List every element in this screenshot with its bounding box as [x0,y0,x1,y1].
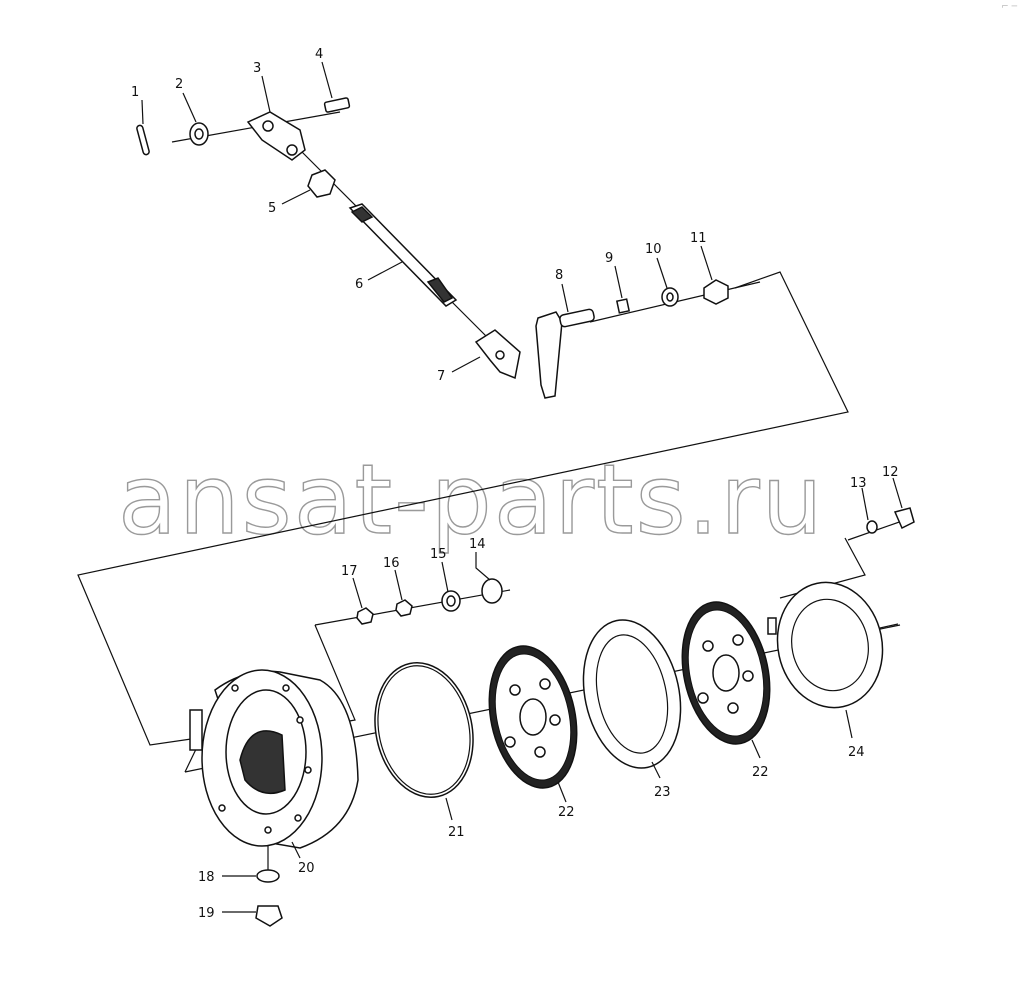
part-24-pressure-plate [767,581,884,739]
part-13-washer [861,487,878,534]
callout-20: 20 [298,861,315,876]
callout-1: 1 [131,85,139,100]
part-16-nut [394,569,413,617]
upper-axis-lines [171,111,761,351]
callout-24: 24 [848,745,865,760]
callout-15: 15 [430,547,447,562]
callout-22-b: 22 [752,765,769,780]
callout-21: 21 [448,825,465,840]
callout-12: 12 [882,465,899,480]
callout-7: 7 [437,369,445,384]
part-7-yoke [451,329,521,380]
part-14-ring [475,552,503,604]
part-15-washer [441,561,461,612]
callout-8: 8 [555,268,563,283]
corner-mark: ⌐ ─ [1001,2,1017,12]
part-22-friction-disc-a [488,645,578,803]
part-5-nut [281,169,336,205]
part-21-o-ring [374,661,474,821]
callout-18: 18 [198,870,215,885]
callout-2: 2 [175,77,183,92]
callout-3: 3 [253,61,261,76]
part-2-washer [182,92,209,146]
callout-4: 4 [315,47,323,62]
part-9-spacer [614,265,631,314]
callout-5: 5 [268,201,276,216]
part-10-washer [656,257,679,307]
part-6-threaded-rod [348,203,458,307]
callout-13: 13 [850,476,867,491]
part-23-steel-plate [582,619,682,779]
callout-17: 17 [341,564,358,579]
part-4-clevis-pin [321,61,351,113]
part-17-nut [352,577,374,625]
part-19-bolt [222,905,283,927]
part-22-friction-disc-b [681,601,771,759]
part-11-nut [700,245,729,305]
callout-19: 19 [198,906,215,921]
callout-labels: 1 2 3 4 5 6 7 8 9 10 11 12 13 14 15 16 1… [131,47,899,921]
callout-16: 16 [383,556,400,571]
callout-23: 23 [654,785,671,800]
callout-9: 9 [605,251,613,266]
watermark: ansat-parts.ru [118,444,825,556]
callout-22-a: 22 [558,805,575,820]
part-3-clevis [246,75,306,161]
part-1-pin [136,99,150,156]
callout-6: 6 [355,277,363,292]
callout-11: 11 [690,231,707,246]
callout-10: 10 [645,242,662,257]
part-20-housing [189,669,359,859]
callout-14: 14 [469,537,486,552]
part-8-lever [535,283,595,399]
part-12-bolt [892,477,915,530]
